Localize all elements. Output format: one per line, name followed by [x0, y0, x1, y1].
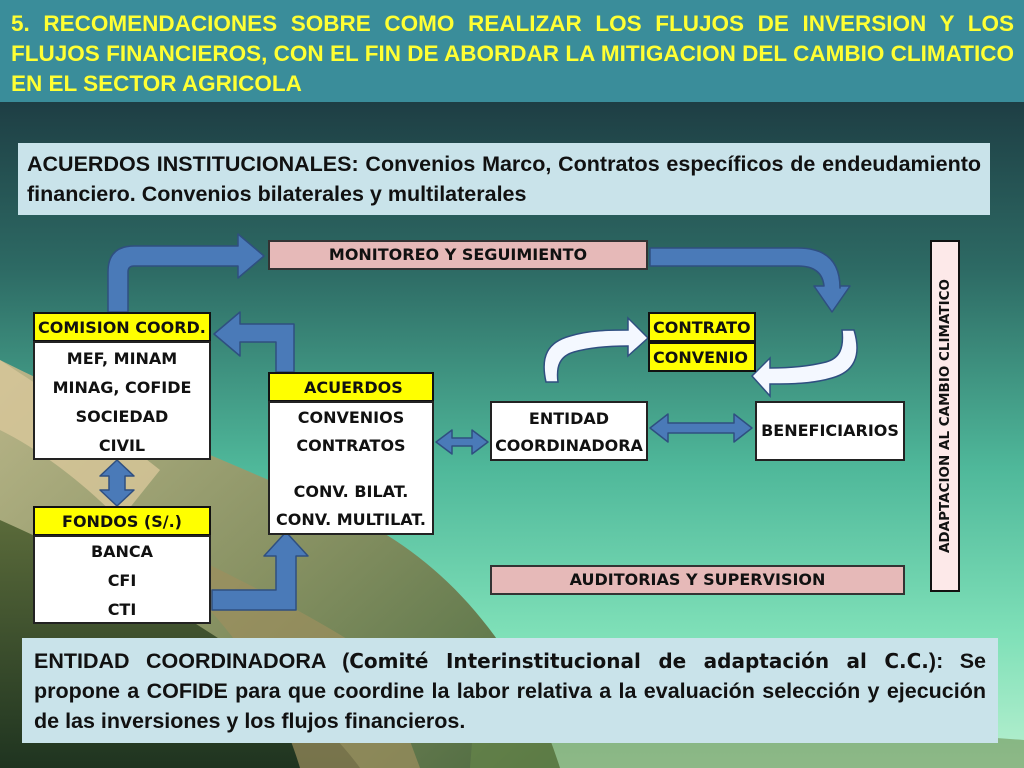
- arrow-acuerdos-entidad: [435, 429, 489, 455]
- arrow-acuerdos-to-comision: [213, 311, 295, 373]
- acuerdos-header-label: ACUERDOS: [304, 378, 403, 397]
- slide-title: 5. RECOMENDACIONES SOBRE COMO REALIZAR L…: [11, 11, 1014, 96]
- top-note-lead: ACUERDOS INSTITUCIONALES:: [27, 152, 359, 176]
- cycle-arrow-right: [750, 329, 858, 398]
- acuerdos-body: CONVENIOS CONTRATOS CONV. BILAT. CONV. M…: [268, 401, 434, 535]
- entidad-line: COORDINADORA: [495, 436, 643, 455]
- bottom-note-text: ): Se propone a COFIDE para que coordine…: [34, 649, 987, 733]
- acuerdos-line: CONVENIOS: [297, 408, 405, 427]
- beneficiarios-box: BENEFICIARIOS: [755, 401, 905, 461]
- arrow-monitoreo-to-beneficiarios: [649, 247, 851, 313]
- comision-line: SOCIEDAD: [75, 407, 169, 426]
- arrow-comision-to-monitoreo: [107, 233, 265, 313]
- top-note-text: Convenios Marco, Contratos específicos d…: [27, 152, 981, 206]
- comision-body: MEF, MINAM MINAG, COFIDE SOCIEDAD CIVIL: [33, 341, 211, 460]
- adaptacion-label: ADAPTACION AL CAMBIO CLIMATICO: [937, 278, 953, 554]
- monitoreo-box: MONITOREO Y SEGUIMIENTO: [268, 240, 648, 270]
- comision-line: CIVIL: [98, 436, 146, 455]
- contrato-box: CONTRATO: [648, 312, 756, 342]
- monitoreo-label: MONITOREO Y SEGUIMIENTO: [328, 245, 588, 264]
- convenio-label: CONVENIO: [653, 348, 748, 367]
- comision-line: MINAG, COFIDE: [52, 378, 192, 397]
- fondos-body: BANCA CFI CTI: [33, 535, 211, 624]
- bottom-note-emphasis: Comité Interinstitucional de adaptación …: [349, 649, 929, 673]
- arrow-fondos-to-acuerdos: [211, 531, 309, 611]
- top-note: ACUERDOS INSTITUCIONALES: Convenios Marc…: [18, 143, 990, 215]
- comision-header: COMISION COORD.: [33, 312, 211, 342]
- fondos-line: CTI: [107, 600, 137, 619]
- entidad-box: ENTIDAD COORDINADORA: [490, 401, 648, 461]
- beneficiarios-label: BENEFICIARIOS: [761, 421, 899, 440]
- convenio-box: CONVENIO: [648, 342, 756, 372]
- fondos-header-label: FONDOS (S/.): [62, 512, 182, 531]
- bottom-note-lead: ENTIDAD COORDINADORA (: [34, 649, 350, 673]
- comision-line: MEF, MINAM: [66, 349, 178, 368]
- comision-header-label: COMISION COORD.: [38, 318, 206, 337]
- auditorias-box: AUDITORIAS Y SUPERVISION: [490, 565, 905, 595]
- auditorias-label: AUDITORIAS Y SUPERVISION: [569, 570, 826, 589]
- acuerdos-header: ACUERDOS: [268, 372, 434, 402]
- contrato-label: CONTRATO: [653, 318, 751, 337]
- fondos-line: BANCA: [90, 542, 154, 561]
- cycle-arrow-left: [543, 316, 650, 383]
- acuerdos-line: CONTRATOS: [296, 436, 406, 455]
- adaptacion-box: ADAPTACION AL CAMBIO CLIMATICO: [930, 240, 960, 592]
- title-bar: 5. RECOMENDACIONES SOBRE COMO REALIZAR L…: [0, 0, 1024, 102]
- acuerdos-line: CONV. BILAT.: [293, 482, 409, 501]
- arrow-comision-fondos: [99, 459, 135, 507]
- entidad-line: ENTIDAD: [528, 409, 610, 428]
- bottom-note: ENTIDAD COORDINADORA (Comité Interinstit…: [22, 638, 998, 743]
- acuerdos-line: CONV. MULTILAT.: [276, 510, 426, 529]
- arrow-entidad-beneficiarios: [649, 413, 753, 443]
- fondos-line: CFI: [107, 571, 137, 590]
- fondos-header: FONDOS (S/.): [33, 506, 211, 536]
